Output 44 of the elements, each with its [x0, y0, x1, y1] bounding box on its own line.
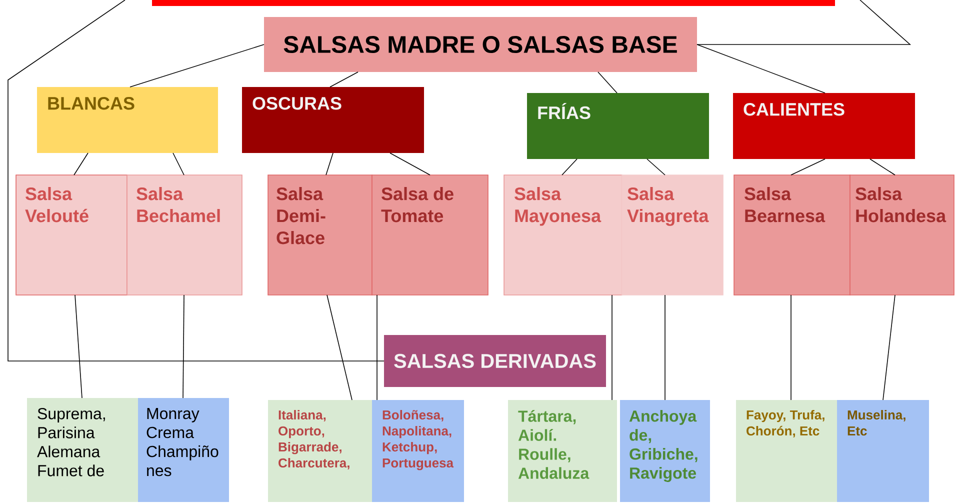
sauce-box: Salsa Velouté [16, 174, 128, 296]
connector-line [130, 44, 264, 88]
connector-line [870, 158, 896, 176]
list-box: Fayoy, Trufa, Chorón, Etc [736, 400, 837, 502]
connector-line [646, 158, 666, 176]
sauce-box: Salsa de Tomate [372, 174, 488, 296]
list-box: Muselina, Etc [837, 400, 930, 502]
connector-line [326, 294, 352, 400]
connector-line [696, 0, 912, 45]
connector-line [598, 72, 618, 94]
connector-line [790, 158, 826, 176]
list-box: Boloñesa, Napolitana, Ketchup, Portuguesa [372, 400, 464, 502]
list-box: Anchoya de, Gribiche, Ravigote [620, 400, 710, 502]
sauce-box: Salsa Bearnesa [734, 174, 850, 296]
connector-line [8, 0, 384, 362]
connector-line [182, 294, 184, 398]
category-box: CALIENTES [733, 93, 915, 159]
connector-line [882, 294, 896, 400]
connector-line [562, 158, 578, 176]
category-box: BLANCAS [37, 87, 218, 153]
sauce-box: Salsa Vinagreta [622, 174, 724, 296]
connector-line [390, 152, 430, 176]
connector-line [696, 44, 826, 94]
connector-line [376, 294, 378, 400]
list-box: Suprema, Parisina Alemana Fumet de [27, 398, 138, 502]
sauce-box: Salsa Bechamel [126, 174, 242, 296]
sauce-box: Salsa Holandesa [850, 174, 954, 296]
connector-line [74, 294, 82, 398]
list-box: Italiana, Oporto, Bigarrade, Charcutera, [268, 400, 372, 502]
connector-line [664, 294, 666, 400]
list-box: Tártara, Aiolí. Roulle, Andaluza [508, 400, 617, 502]
connector-line [326, 152, 334, 176]
category-box: OSCURAS [242, 87, 424, 153]
sauce-box: Salsa Demi-Glace [268, 174, 372, 296]
connector-line [330, 72, 358, 88]
connector-line [74, 152, 88, 176]
header-bar [152, 0, 835, 6]
banner-box: SALSAS DERIVADAS [384, 335, 606, 387]
connector-line [790, 294, 792, 400]
connector-line [172, 152, 184, 176]
list-box: Monray Crema Champiño nes [138, 398, 229, 502]
title-box: SALSAS MADRE O SALSAS BASE [264, 17, 697, 72]
sauce-box: Salsa Mayonesa [504, 174, 622, 296]
category-box: FRÍAS [527, 93, 709, 159]
